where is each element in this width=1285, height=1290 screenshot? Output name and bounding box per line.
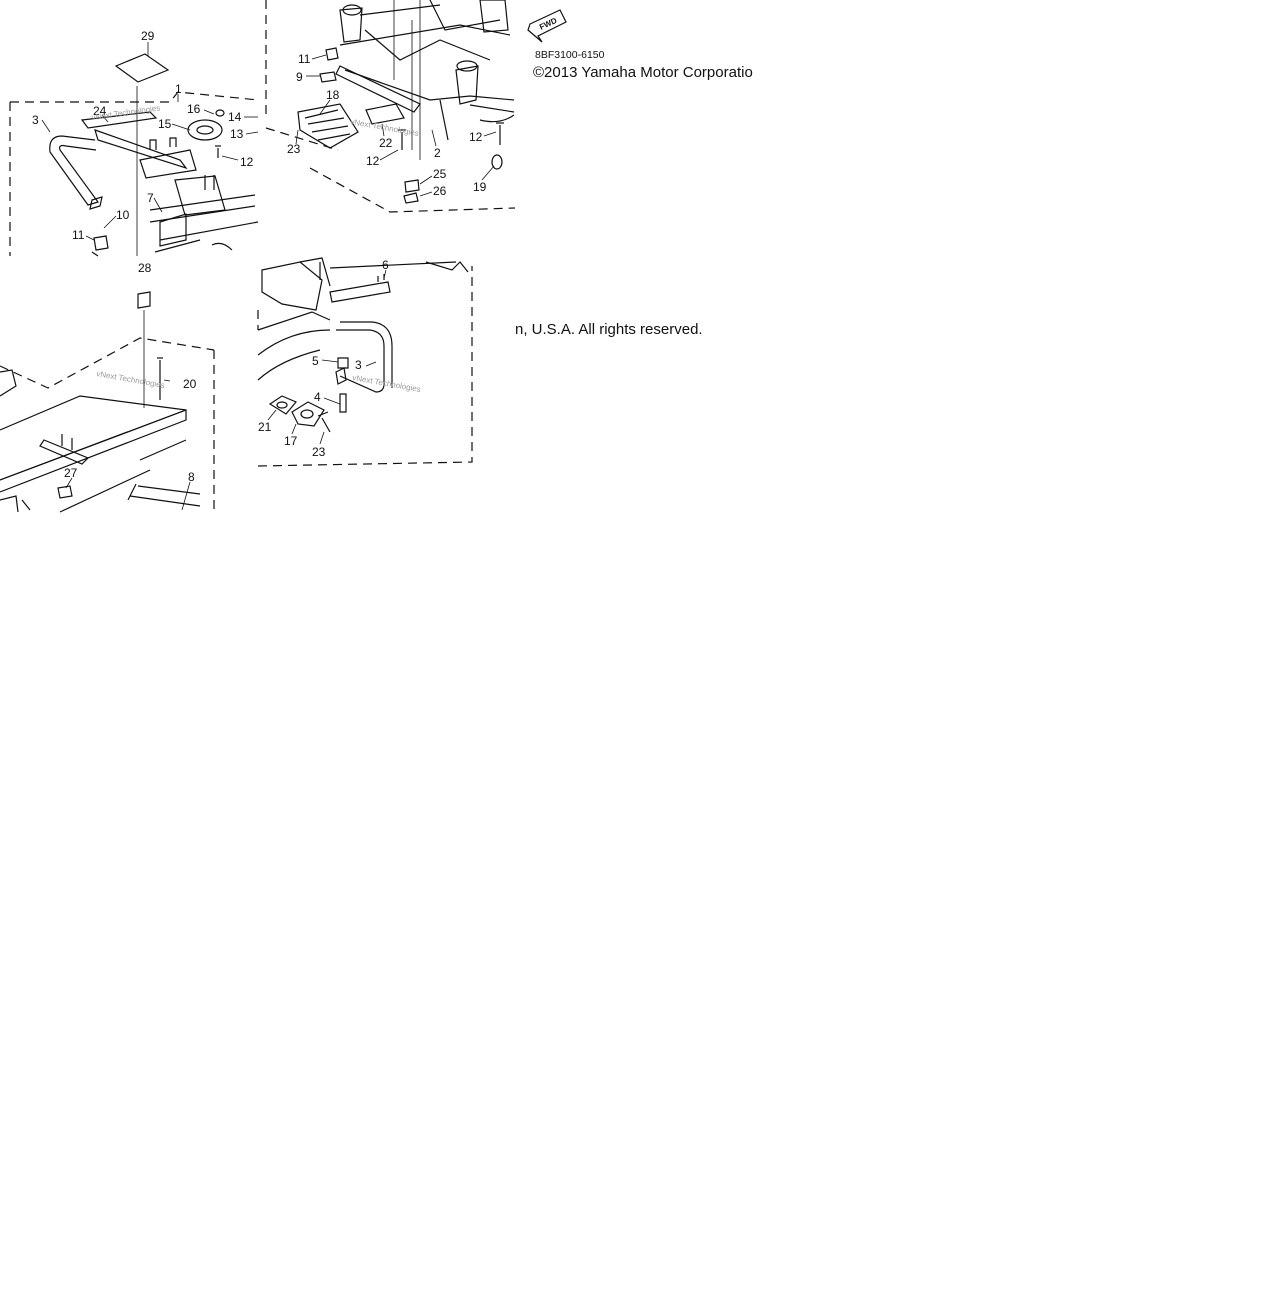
callout-15: 15 [158, 117, 172, 131]
callout-27: 27 [64, 466, 78, 480]
callout-14: 14 [228, 110, 242, 124]
callout-11: 11 [298, 52, 311, 66]
callout-17: 17 [284, 434, 298, 448]
panel-top-middle [265, 0, 567, 213]
part-code: 8BF3100-6150 [535, 49, 605, 61]
panel-top-left [9, 53, 259, 257]
panel-bottom-left [0, 291, 215, 513]
callout-24: 24 [93, 104, 107, 118]
callout-8: 8 [188, 470, 195, 484]
callout-1: 1 [175, 82, 182, 96]
callout-21: 21 [258, 420, 272, 434]
callout-16: 16 [187, 102, 201, 116]
callout-23: 23 [312, 445, 326, 459]
callout-5: 5 [312, 354, 319, 368]
watermarks: vNext Technologies vNext Technologies vN… [91, 103, 421, 394]
callout-2: 2 [434, 146, 441, 160]
watermark: vNext Technologies [96, 369, 166, 390]
copyright-line-2: n, U.S.A. All rights reserved. [515, 321, 703, 338]
callout-22: 22 [379, 136, 393, 150]
panel-bottom-right [257, 257, 473, 467]
watermark: vNext Technologies [352, 373, 422, 394]
callouts: 29 1 24 16 15 14 13 3 12 7 10 11 11 9 18… [32, 29, 487, 484]
callout-28: 28 [138, 261, 152, 275]
callout-12: 12 [469, 130, 483, 144]
callout-18: 18 [326, 88, 340, 102]
callout-6: 6 [382, 258, 389, 272]
callout-3: 3 [355, 358, 362, 372]
callout-26: 26 [433, 184, 447, 198]
leader-lines [41, 42, 497, 511]
callout-9: 9 [296, 70, 303, 84]
callout-29: 29 [141, 29, 155, 43]
callout-3: 3 [32, 113, 39, 127]
callout-23: 23 [287, 142, 301, 156]
copyright-line-1: ©2013 Yamaha Motor Corporatio [533, 64, 753, 81]
callout-25: 25 [433, 167, 447, 181]
callout-13: 13 [230, 127, 244, 141]
callout-7: 7 [147, 191, 154, 205]
callout-11: 11 [72, 228, 85, 242]
callout-12: 12 [366, 154, 380, 168]
callout-12: 12 [240, 155, 254, 169]
callout-10: 10 [116, 208, 130, 222]
callout-20: 20 [183, 377, 197, 391]
callout-19: 19 [473, 180, 487, 194]
callout-4: 4 [314, 390, 321, 404]
watermark: vNext Technologies [350, 117, 420, 138]
